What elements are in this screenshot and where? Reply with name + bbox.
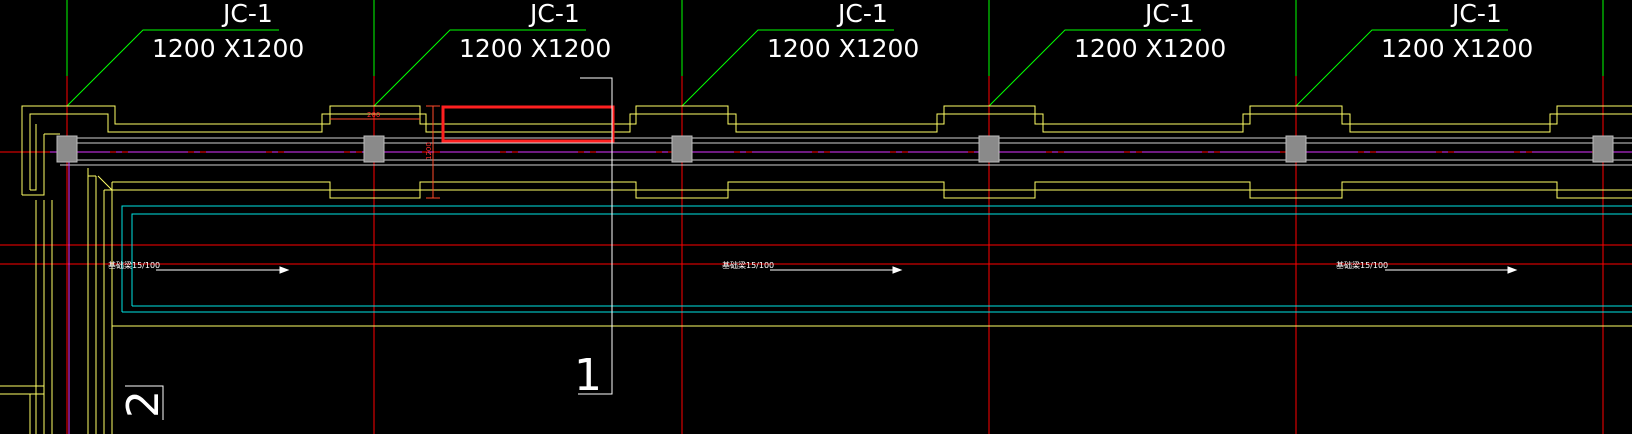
section-marker-2: [125, 385, 164, 420]
slab-outline: [121, 205, 1632, 313]
section-label-2: 2: [118, 390, 169, 418]
beam-note-2: 基础梁15/100: [722, 260, 774, 270]
dimension-side-text: 1200: [425, 142, 433, 160]
foundation-tag-4: JC-1: [1143, 0, 1195, 28]
foundation-labels: JC-1 1200 X1200 JC-1 1200 X1200 JC-1 120…: [152, 0, 1533, 63]
dimension-top-text: 200: [367, 111, 380, 119]
beam-note-arrows: [156, 266, 1518, 274]
section-marker-1: [578, 77, 613, 395]
dimension-marks: [330, 105, 440, 199]
foundation-size-4: 1200 X1200: [1074, 34, 1226, 63]
foundation-tag-1: JC-1: [221, 0, 273, 28]
foundation-size-2: 1200 X1200: [459, 34, 611, 63]
section-label-1: 1: [574, 350, 602, 401]
footing-outline: [0, 105, 1632, 434]
foundation-size-5: 1200 X1200: [1381, 34, 1533, 63]
selection-highlight[interactable]: [441, 105, 615, 143]
foundation-tag-5: JC-1: [1450, 0, 1502, 28]
leader-lines: [66, 0, 1604, 107]
beam-note-3: 基础梁15/100: [1336, 260, 1388, 270]
foundation-size-3: 1200 X1200: [767, 34, 919, 63]
foundation-size-1: 1200 X1200: [152, 34, 304, 63]
beam-note-1: 基础梁15/100: [108, 260, 160, 270]
columns: [56, 135, 1614, 163]
beam-lines: [60, 137, 1632, 166]
foundation-tag-2: JC-1: [528, 0, 580, 28]
foundation-tag-3: JC-1: [836, 0, 888, 28]
